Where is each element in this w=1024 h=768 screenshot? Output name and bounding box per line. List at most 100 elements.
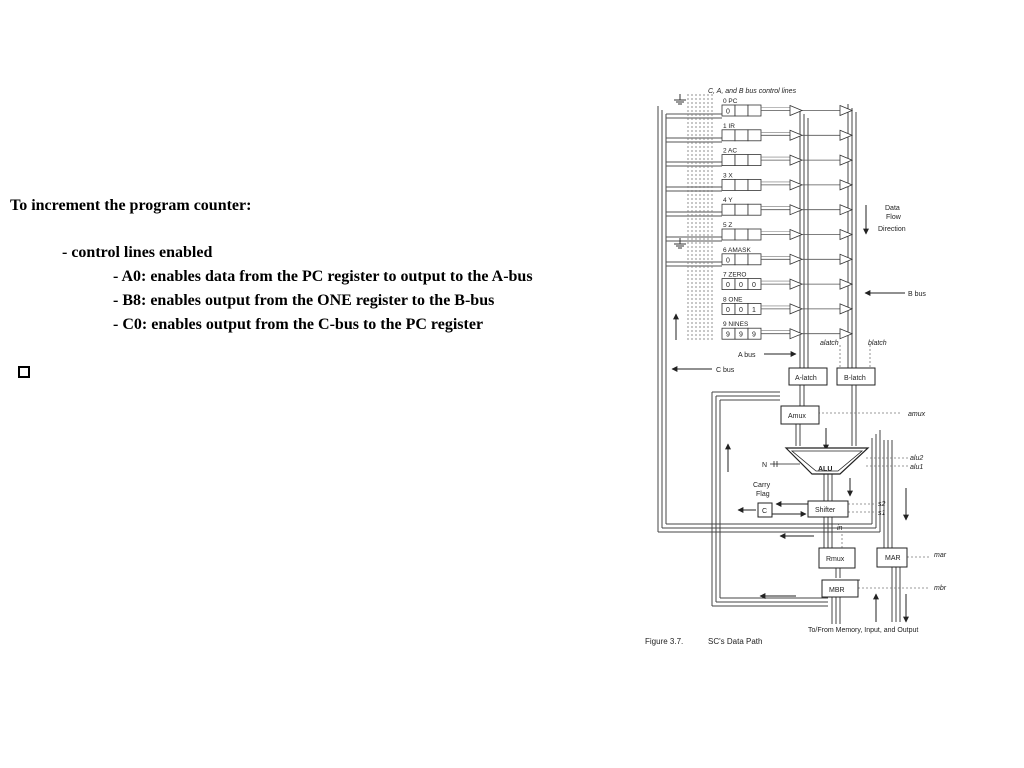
carry-flag-c: C [762,508,767,515]
sc-data-path-diagram: C, A, and B bus control lines 0 PC0 1 IR 2… [645,88,947,646]
figure-title: SC's Data Path [708,637,762,646]
a-bus-buffer-icon [789,179,804,191]
b-bus-buffer-icon [839,129,854,141]
carry-flag-label-1: Carry [753,482,771,489]
rmux-box [818,547,856,569]
register-label: 1 IR [723,123,735,130]
s1-line-label: s1 [878,510,886,517]
a-bus-label: A bus [738,352,756,359]
register-pc: 0 PC0 [721,98,762,117]
a-bus-buffer-icon [789,303,804,315]
b-bus-buffer-icon [839,104,854,117]
a-bus-buffer-icon [789,328,804,340]
a-bus-buffer-icon [789,104,804,117]
register-cell [747,178,762,191]
ground-icon [674,94,686,249]
register-cell [734,104,749,117]
register-cell-value: 0 [739,282,743,289]
register-cell [734,228,749,241]
b-latch-label: B-latch [844,375,866,382]
register-cell [734,129,749,142]
register-label: 2 AC [723,148,737,155]
alu1-line-label: alu1 [910,464,923,471]
control-line-c0: - C0: enables output from the C-bus to t… [113,316,484,333]
register-cell [721,129,736,142]
alu-shape [784,447,870,475]
b-bus-buffer-icon [839,204,854,216]
register-cell [734,178,749,191]
alu2-line-label: alu2 [910,455,923,462]
register-cell [721,203,736,216]
register-label: 4 Y [723,197,733,204]
amux-line-label: amux [908,411,926,418]
b-latch-box [836,367,876,386]
register-x: 3 X [721,172,762,191]
register-cell-value: 0 [726,307,730,314]
register-cell-value: 1 [752,307,756,314]
register-cell-value: 0 [726,257,730,264]
data-flow-label-3: Direction [878,226,906,233]
mbr-box [821,579,859,598]
memory-caption: To/From Memory, Input, and Output [808,627,918,634]
mar-label: MAR [885,555,901,562]
a-latch-box [788,367,828,386]
register-cell-value: 9 [739,332,743,339]
b-bus-label: B bus [908,291,926,298]
register-cell [747,129,762,142]
control-lines-label: C, A, and B bus control lines [708,88,797,95]
control-line-b8: - B8: enables output from the ONE regist… [113,292,495,309]
register-label: 5 Z [723,222,732,229]
b-bus-buffer-icon [839,278,854,290]
b-bus-buffer-icon [839,253,854,265]
rmux-label: Rmux [826,556,845,563]
b-bus-buffer-icon [839,303,854,315]
mbr-line-label: mbr [934,585,947,592]
register-z: 5 Z [721,222,762,241]
register-cell [747,154,762,167]
b-bus-buffer-icon [839,228,854,241]
register-cell [747,104,762,117]
register-cell [747,228,762,241]
in-line-label: in [837,525,843,532]
amux-box [780,405,820,425]
a-bus-buffer-icon [789,154,804,166]
data-flow-label-1: Data [885,205,900,212]
amux-label: Amux [788,413,806,420]
alu-label: ALU [818,466,832,473]
a-latch-label: A-latch [795,375,817,382]
data-flow-label-2: Flow [886,214,902,221]
register-cell-value: 0 [739,307,743,314]
empty-bullet-icon [18,366,30,378]
a-bus-buffer-icon [789,278,804,290]
register-cell-value: 9 [752,332,756,339]
blatch-line-label: blatch [868,340,887,347]
shifter-box [807,500,849,518]
register-cell [734,154,749,167]
b-bus-buffer-icon [839,328,854,340]
control-lines-heading: - control lines enabled [62,244,213,261]
register-cell-value: 0 [726,282,730,289]
register-cell [734,253,749,266]
slide-heading: To increment the program counter: [10,197,252,214]
b-bus-buffer-icon [839,154,854,166]
alatch-line-label: alatch [820,340,839,347]
s2-line-label: s2 [878,501,886,508]
a-bus-buffer-icon [789,129,804,141]
register-label: 9 NINES [723,321,749,328]
mar-line-label: mar [934,552,947,559]
register-cell [734,203,749,216]
c-bus-label: C bus [716,367,735,374]
register-label: 6 AMASK [723,247,751,254]
register-cell [721,154,736,167]
mar-box [876,547,908,568]
figure-number: Figure 3.7. [645,637,683,646]
register-cell-value: 9 [726,332,730,339]
register-cell-value: 0 [752,282,756,289]
shifter-label: Shifter [815,507,836,514]
register-cell-value: 0 [726,109,730,116]
register-label: 7 ZERO [723,272,746,279]
register-cell [747,253,762,266]
register-zero: 7 ZERO 0 0 0 [721,272,762,291]
